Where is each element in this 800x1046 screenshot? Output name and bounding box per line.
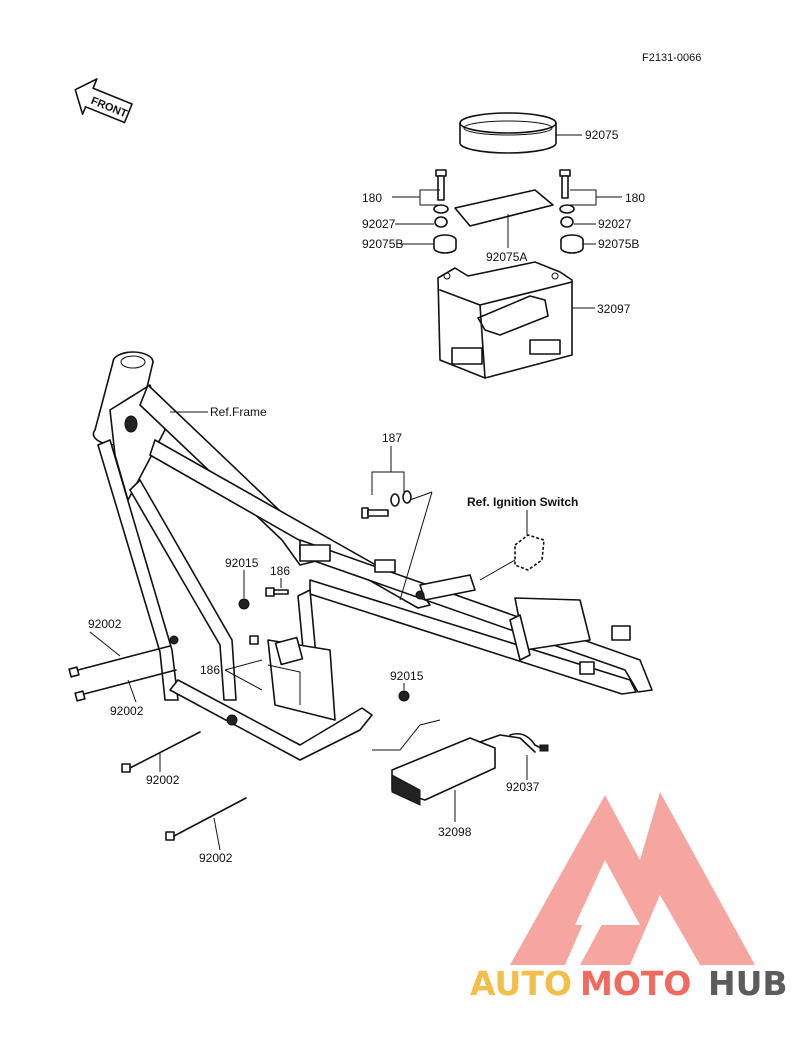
callout-92002-d: 92002 xyxy=(199,851,233,865)
long-bolt-92002-c xyxy=(121,731,201,773)
pad-92075A xyxy=(454,189,554,227)
front-arrow-icon: FRONT xyxy=(74,78,133,124)
rubber-92075B-right xyxy=(560,234,584,254)
callout-92027-right: 92027 xyxy=(598,217,632,231)
callout-92015-bottom: 92015 xyxy=(390,669,424,683)
callout-92075A: 92075A xyxy=(486,250,527,264)
callout-92002-b: 92002 xyxy=(110,704,144,718)
watermark-text-hub: HUB xyxy=(708,964,788,1003)
long-bolt-92002-a xyxy=(68,645,171,678)
bolt-set-187 xyxy=(361,490,412,519)
callout-92027-left: 92027 xyxy=(362,217,396,231)
motorcycle-frame xyxy=(92,351,653,761)
callout-186-top: 186 xyxy=(270,564,290,578)
washer-92027-right xyxy=(559,204,575,214)
watermark-triangle-inner-icon xyxy=(575,860,640,925)
watermark-text-auto: AUTO xyxy=(470,964,572,1003)
callout-ref-ignition-switch: Ref. Ignition Switch xyxy=(467,495,578,509)
ignition-switch-ref xyxy=(514,534,545,571)
watermark-text-moto: MOTO xyxy=(580,964,691,1003)
callout-92002-a: 92002 xyxy=(88,617,122,631)
callout-92002-c: 92002 xyxy=(146,773,180,787)
callout-92075B-left: 92075B xyxy=(362,237,403,251)
long-bolt-92002-b xyxy=(74,669,177,702)
nut-92015-bottom xyxy=(398,690,410,702)
watermark-logo xyxy=(510,792,755,965)
rubber-92075B-left xyxy=(433,234,457,254)
callout-186-bottom: 186 xyxy=(200,663,220,677)
callout-32097: 32097 xyxy=(597,302,631,316)
figure-code: F2131-0066 xyxy=(642,52,701,64)
callout-92075: 92075 xyxy=(585,128,619,142)
callout-180-right: 180 xyxy=(625,191,645,205)
battery-band-92075 xyxy=(459,112,557,154)
bolt-186-top xyxy=(265,587,289,597)
callout-180-left: 180 xyxy=(362,191,382,205)
module-32098 xyxy=(391,734,536,806)
callout-92015-top: 92015 xyxy=(225,556,259,570)
callout-92037: 92037 xyxy=(506,780,540,794)
callout-187: 187 xyxy=(382,431,402,445)
callout-ref-frame: Ref.Frame xyxy=(210,405,267,419)
bolt-180-left xyxy=(435,169,447,201)
washer-92027-left xyxy=(433,204,449,214)
callout-92075B-right: 92075B xyxy=(598,237,639,251)
wire-clamp-92037 xyxy=(509,732,549,752)
callout-32098: 32098 xyxy=(438,825,472,839)
watermark-triangle-icon xyxy=(510,792,755,965)
battery-case-32097 xyxy=(437,261,573,379)
bolt-180-right xyxy=(559,169,571,199)
long-bolt-92002-d xyxy=(165,797,247,841)
nut-92015-top xyxy=(238,598,250,610)
